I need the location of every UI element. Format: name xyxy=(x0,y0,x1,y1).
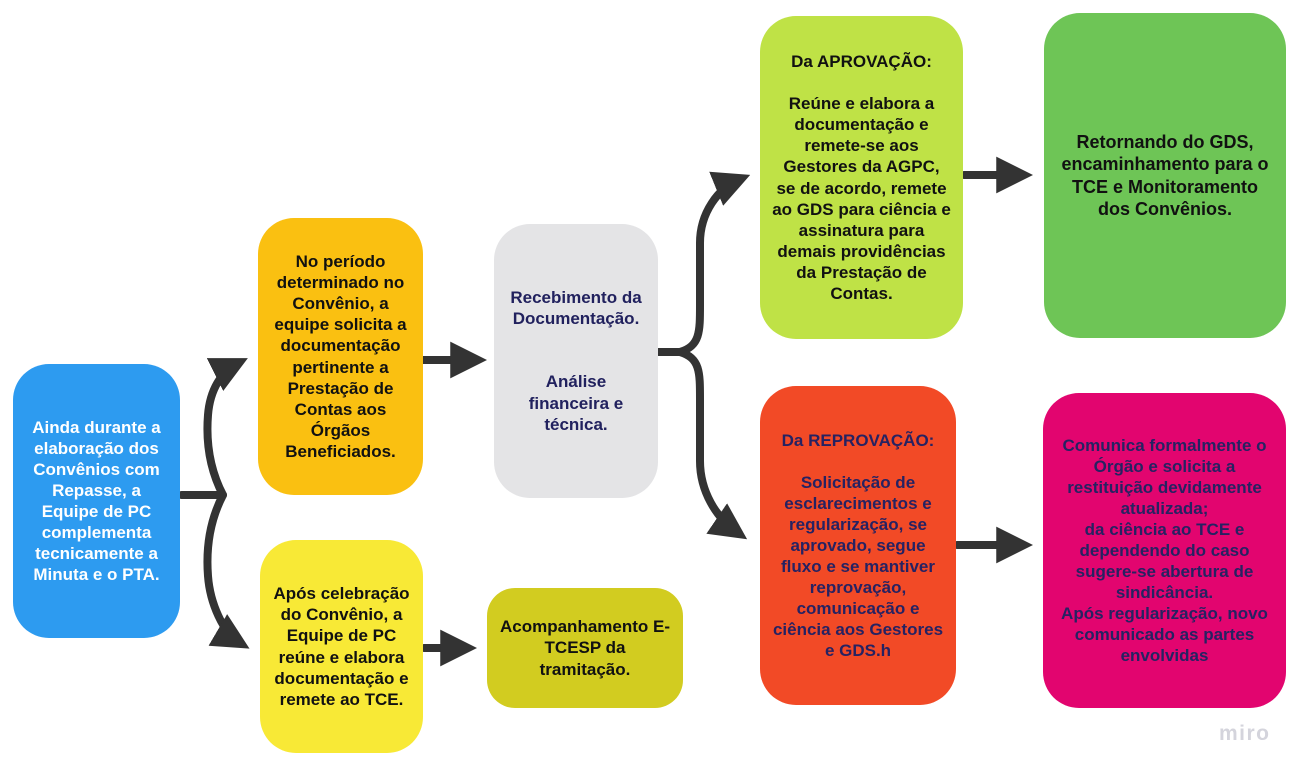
node-start[interactable]: Ainda durante a elaboração dos Convênios… xyxy=(13,364,180,638)
connector-start-to-after xyxy=(178,491,250,649)
node-etcesp-tracking-text: Acompanhamento E-TCESP da tramitação. xyxy=(499,617,671,679)
node-after-celebration-text: Após celebração do Convênio, a Equipe de… xyxy=(273,584,410,709)
node-gds-return[interactable]: Retornando do GDS, encaminhamento para o… xyxy=(1044,13,1286,338)
node-request-docs-text: No período determinado no Convênio, a eq… xyxy=(274,252,407,461)
node-receive-docs-text2: Análise financeira e técnica. xyxy=(528,372,624,434)
node-receive-docs-text1: Recebimento da Documentação. xyxy=(510,288,642,329)
node-reproval-text: Da REPROVAÇÃO: Solicitação de esclarecim… xyxy=(772,430,944,661)
node-approval-text: Da APROVAÇÃO: Reúne e elabora a document… xyxy=(772,52,951,303)
node-after-celebration[interactable]: Após celebração do Convênio, a Equipe de… xyxy=(260,540,423,753)
node-request-docs[interactable]: No período determinado no Convênio, a eq… xyxy=(258,218,423,495)
connector-start-to-request xyxy=(178,358,248,499)
node-approval[interactable]: Da APROVAÇÃO: Reúne e elabora a document… xyxy=(760,16,963,339)
node-etcesp-tracking[interactable]: Acompanhamento E-TCESP da tramitação. xyxy=(487,588,683,708)
node-gds-return-text: Retornando do GDS, encaminhamento para o… xyxy=(1061,131,1269,219)
node-communicate[interactable]: Comunica formalmente o Órgão e solicita … xyxy=(1043,393,1286,708)
node-receive-docs[interactable]: Recebimento da Documentação. Análise fin… xyxy=(494,224,658,498)
miro-logo: miro xyxy=(1219,722,1271,745)
connector-receive-to-reproval xyxy=(655,348,748,540)
node-start-text: Ainda durante a elaboração dos Convênios… xyxy=(32,417,161,585)
node-communicate-text: Comunica formalmente o Órgão e solicita … xyxy=(1061,435,1268,666)
connector-receive-to-approval xyxy=(655,171,751,356)
node-reproval[interactable]: Da REPROVAÇÃO: Solicitação de esclarecim… xyxy=(760,386,956,705)
